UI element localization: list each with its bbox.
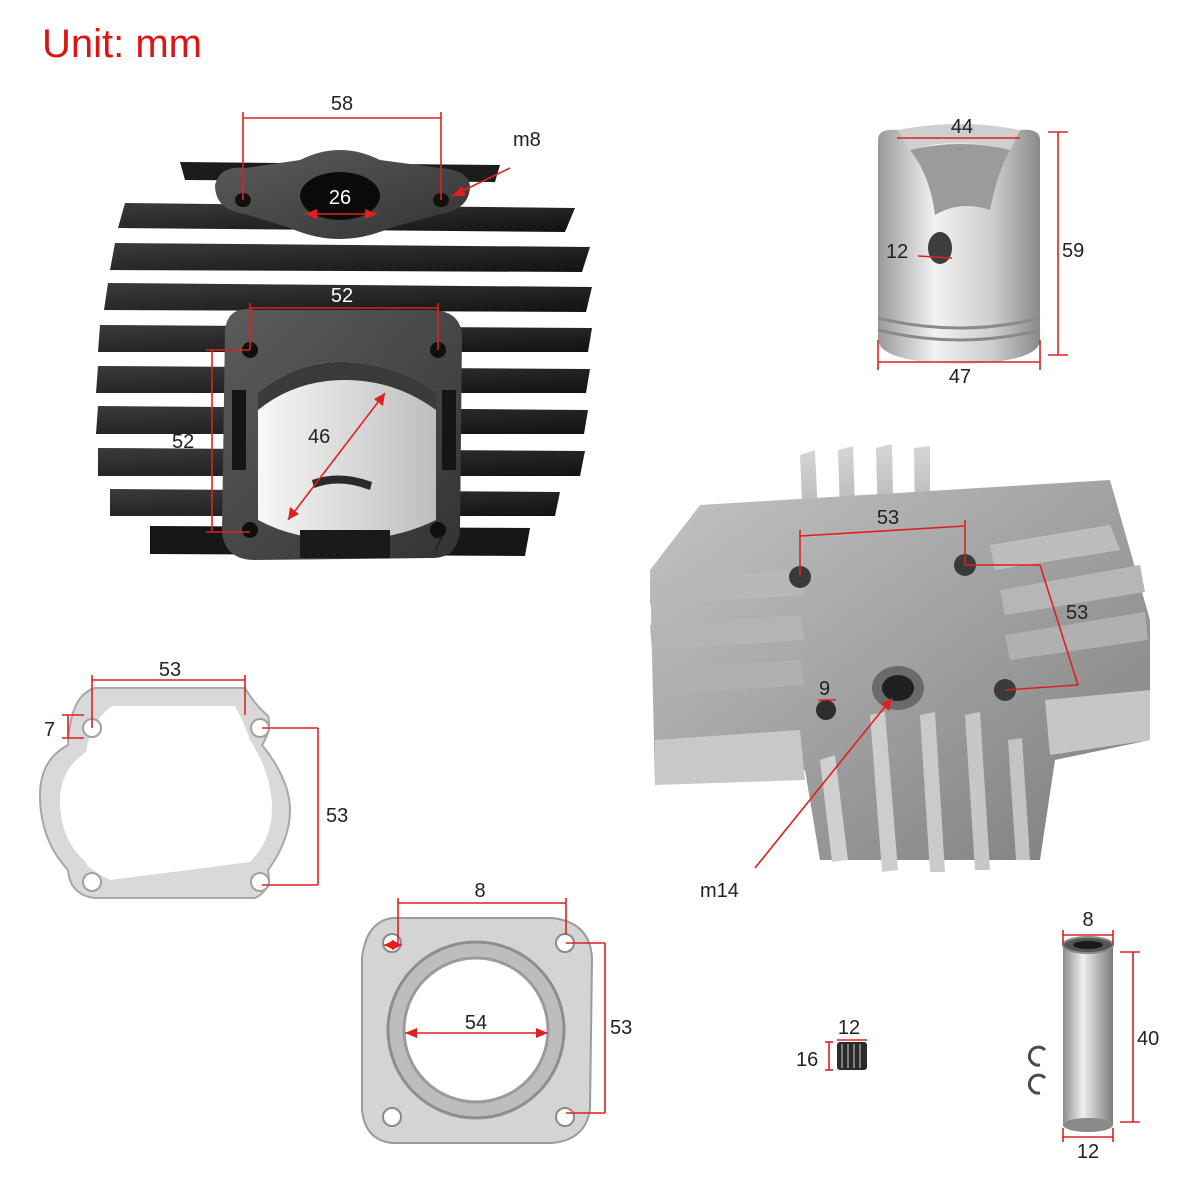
- needle-bearing: [837, 1042, 867, 1070]
- cylinder-base-height-label: 52: [172, 431, 194, 453]
- cylinder-head-plug-thread-label: m14: [700, 880, 739, 902]
- cylinder-head-bolt-spacing-y-label: 53: [1066, 602, 1088, 624]
- piston-diameter-label: 47: [949, 366, 971, 388]
- cylinder-arrowheads: [288, 186, 466, 520]
- cylinder-bore-label: 46: [308, 426, 330, 448]
- piston-top-label: 44: [951, 116, 973, 138]
- head-gasket-arrowheads: [384, 940, 548, 1038]
- base-gasket-hole-label: 7: [44, 719, 55, 741]
- head-gasket: [361, 917, 594, 1144]
- needle-bearing-dimension-lines: [825, 1039, 867, 1071]
- unit-title: Unit: mm: [42, 22, 202, 66]
- wrist-pin-length-label: 40: [1137, 1028, 1159, 1050]
- cylinder-head: [650, 444, 1150, 872]
- wrist-pin: [1062, 936, 1114, 1132]
- cylinder-head-arrowheads: [881, 698, 892, 711]
- head-gasket-dimension-lines: [384, 898, 606, 1114]
- head-gasket-bore-label: 54: [465, 1012, 487, 1034]
- piston-pin-hole-label: 12: [886, 241, 908, 263]
- cylinder-hole-label: 7: [432, 534, 443, 556]
- cylinder-exhaust-port-label: 26: [329, 187, 351, 209]
- cylinder-head-hole-label: 9: [819, 678, 830, 700]
- cylinder-head-bolt-spacing-x-label: 53: [877, 507, 899, 529]
- cylinder-head-dimension-lines: [754, 520, 1079, 869]
- cylinder-dimension-lines: [206, 112, 511, 533]
- piston-height-label: 59: [1062, 240, 1084, 262]
- cylinder-top-width-label: 58: [331, 93, 353, 115]
- head-gasket-height-label: 53: [610, 1017, 632, 1039]
- base-gasket: [38, 687, 292, 899]
- piston: [877, 124, 1041, 364]
- piston-dimension-lines: [877, 131, 1068, 370]
- needle-bearing-width-label: 12: [838, 1017, 860, 1039]
- wrist-pin-bottom-label: 12: [1077, 1141, 1099, 1163]
- cylinder-base-width-label: 52: [331, 285, 353, 307]
- head-gasket-hole-label: 8: [474, 880, 485, 902]
- needle-bearing-length-label: 16: [796, 1049, 818, 1071]
- base-gasket-dimension-lines: [62, 675, 319, 886]
- cylinder-body: [96, 150, 592, 560]
- base-gasket-height-label: 53: [326, 805, 348, 827]
- wrist-pin-top-label: 8: [1082, 909, 1093, 931]
- wrist-pin-clips: [1027, 1045, 1047, 1095]
- cylinder-bolt-thread-label: m8: [513, 129, 541, 151]
- base-gasket-width-label: 53: [159, 659, 181, 681]
- wrist-pin-dimension-lines: [1062, 930, 1140, 1142]
